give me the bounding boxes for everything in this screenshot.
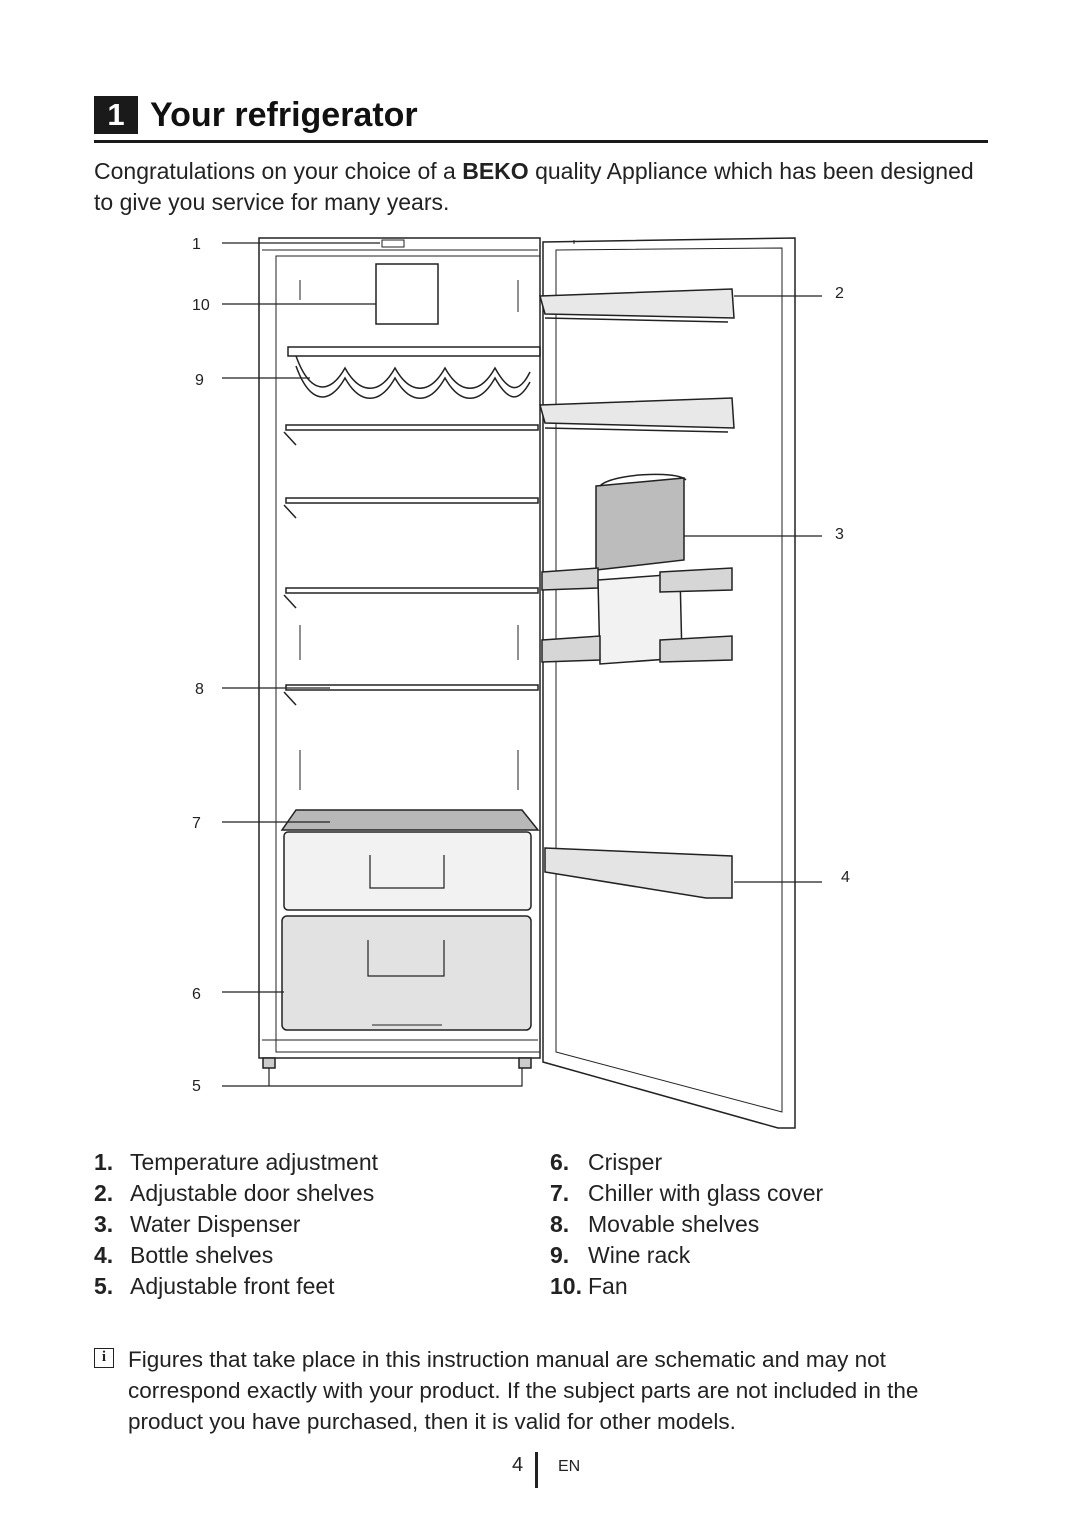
list-item-number: 8. xyxy=(550,1211,570,1237)
section-number: 1 xyxy=(94,96,138,134)
callout-2: 2 xyxy=(835,285,844,302)
list-item: 1. Temperature adjustment xyxy=(94,1147,378,1178)
adjustable-door-shelves xyxy=(539,288,735,433)
intro-text-start: Congratulations on your choice of a xyxy=(94,158,463,184)
intro-paragraph: Congratulations on your choice of a BEKO… xyxy=(94,156,994,218)
list-item-label: Temperature adjustment xyxy=(130,1149,379,1175)
list-item: 9. Wine rack xyxy=(550,1240,823,1271)
list-item-label: Wine rack xyxy=(588,1242,691,1268)
movable-shelves xyxy=(283,424,539,706)
callout-6: 6 xyxy=(192,986,201,1003)
cabinet-inner xyxy=(275,255,541,1053)
list-item-number: 10. xyxy=(550,1273,582,1299)
page-number: 4 xyxy=(512,1454,524,1476)
list-item-number: 9. xyxy=(550,1242,570,1268)
list-item-number: 4. xyxy=(94,1242,114,1268)
door-outline xyxy=(542,237,796,1129)
callout-7: 7 xyxy=(192,815,201,832)
wine-rack xyxy=(287,346,541,399)
list-item-label: Chiller with glass cover xyxy=(588,1180,824,1206)
footer-divider xyxy=(535,1452,538,1488)
list-item-number: 5. xyxy=(94,1273,114,1299)
bottle-shelf xyxy=(544,847,733,899)
list-item: 2. Adjustable door shelves xyxy=(94,1178,378,1209)
list-item-label: Movable shelves xyxy=(588,1211,760,1237)
note-text: Figures that take place in this instruct… xyxy=(128,1347,919,1434)
list-item: 8. Movable shelves xyxy=(550,1209,823,1240)
list-item: 4. Bottle shelves xyxy=(94,1240,378,1271)
callout-9: 9 xyxy=(195,372,204,389)
list-item-number: 6. xyxy=(550,1149,570,1175)
brand-name: BEKO xyxy=(462,158,529,184)
callout-10: 10 xyxy=(192,297,210,314)
list-item-number: 1. xyxy=(94,1149,114,1175)
crisper-drawer xyxy=(281,915,532,1031)
chiller-drawer xyxy=(283,831,532,911)
list-item-label: Fan xyxy=(588,1273,628,1299)
parts-list-right: 6. Crisper 7. Chiller with glass cover 8. M… xyxy=(550,1147,823,1302)
section-header: 1 Your refrigerator xyxy=(94,94,988,143)
list-item-label: Water Dispenser xyxy=(130,1211,301,1237)
list-item-label: Bottle shelves xyxy=(130,1242,274,1268)
callout-4: 4 xyxy=(841,869,850,886)
list-item-label: Adjustable door shelves xyxy=(130,1180,375,1206)
intro-text-end: quality Appliance which has been designe… xyxy=(94,158,974,215)
list-item-number: 7. xyxy=(550,1180,570,1206)
section-title: Your refrigerator xyxy=(150,96,418,134)
list-item-label: Adjustable front feet xyxy=(130,1273,335,1299)
front-foot-right xyxy=(518,1057,532,1069)
front-foot-left xyxy=(262,1057,276,1069)
refrigerator-diagram: 1 10 9 8 7 6 5 2 3 4 xyxy=(192,236,850,1129)
list-item-number: 2. xyxy=(94,1180,114,1206)
fan-box xyxy=(375,263,439,325)
list-item: 5. Adjustable front feet xyxy=(94,1271,378,1302)
callout-5: 5 xyxy=(192,1078,201,1095)
temperature-control-icon xyxy=(381,239,405,248)
callout-8: 8 xyxy=(195,681,204,698)
language-code: EN xyxy=(558,1458,581,1475)
page-footer: 4 EN xyxy=(0,1452,1080,1492)
callout-3: 3 xyxy=(835,526,844,543)
water-dispenser xyxy=(595,473,687,665)
list-item: 10.Fan xyxy=(550,1271,823,1302)
list-item-number: 3. xyxy=(94,1211,114,1237)
parts-list-left: 1. Temperature adjustment 2. Adjustable do… xyxy=(94,1147,378,1302)
info-icon: i xyxy=(94,1348,114,1368)
callout-1: 1 xyxy=(192,236,201,253)
list-item: 7. Chiller with glass cover xyxy=(550,1178,823,1209)
list-item: 6. Crisper xyxy=(550,1147,823,1178)
chiller-glass-cover xyxy=(280,809,540,831)
info-note: i Figures that take place in this instru… xyxy=(94,1344,994,1437)
list-item-label: Crisper xyxy=(588,1149,663,1175)
list-item: 3. Water Dispenser xyxy=(94,1209,378,1240)
